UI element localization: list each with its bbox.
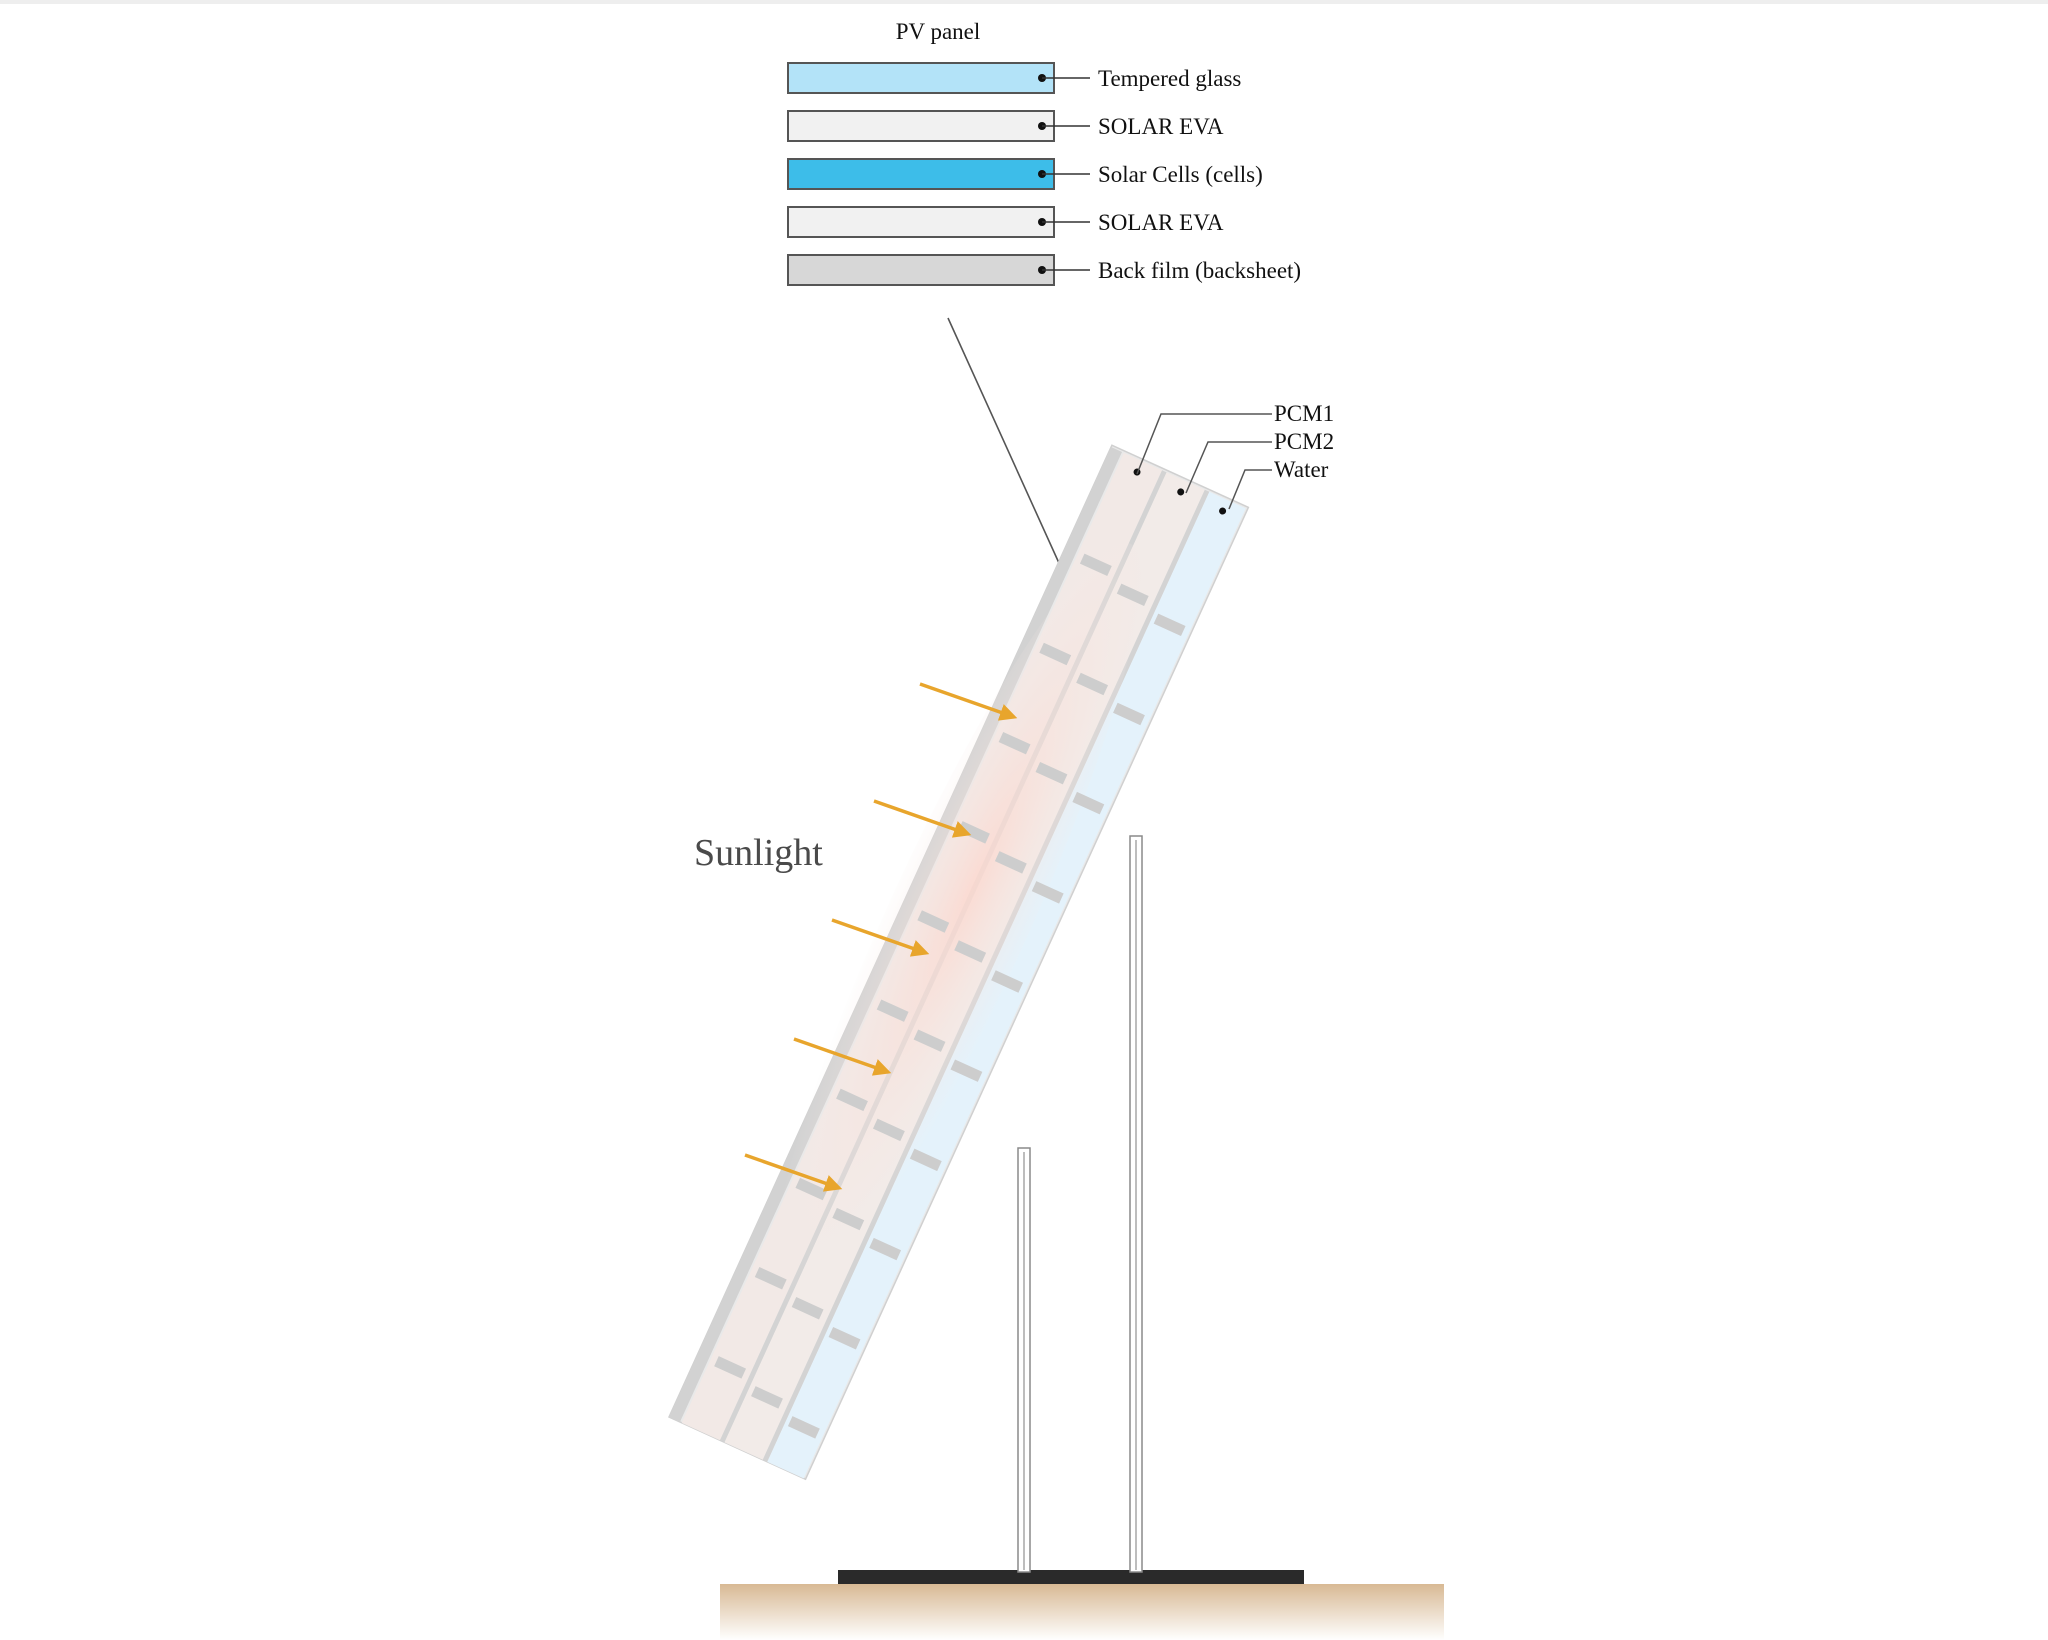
layer-5: Back film (backsheet) [787,254,1301,286]
layer-swatch [787,62,1055,94]
heat-fin [869,1237,902,1261]
top-border [0,0,2048,4]
base-plate [838,1570,1304,1584]
heat-fin [714,1356,747,1379]
heat-fin [909,1148,942,1172]
heat-fin [836,1088,868,1112]
heat-fin [1072,791,1105,815]
layer-2: SOLAR EVA [787,110,1224,142]
heat-fin [872,1118,905,1142]
channel-labels: PCM1 PCM2 Water [1136,401,1334,510]
sun-ray-arrow-icon [831,918,930,957]
diagram-title: PV panel [896,19,981,44]
layer-label: SOLAR EVA [1098,114,1224,139]
layer-label: Solar Cells (cells) [1098,162,1263,187]
pcm2-leader-line [1185,441,1272,494]
layer-swatch [787,110,1055,142]
heat-fin [1116,583,1149,607]
heat-fin [1113,702,1145,726]
heat-fin [1035,761,1068,785]
water-label: Water [1274,457,1329,482]
heat-fin [1079,553,1112,577]
heat-fin [751,1386,783,1409]
layer-label: SOLAR EVA [1098,210,1224,235]
layer-label: Tempered glass [1098,66,1241,91]
heat-fin [917,910,950,933]
pcm2-marker-dot [1177,488,1185,496]
layer-4: SOLAR EVA [787,206,1224,238]
heat-fin [1153,613,1186,637]
layer-swatch [787,254,1055,286]
tilted-panel [668,444,1250,1481]
layer-3: Solar Cells (cells) [787,158,1263,190]
fin-group [714,553,1186,1439]
stack-leader-line [947,317,1074,595]
water-leader-line [1228,469,1272,510]
heat-fin [950,1059,983,1082]
pcm2-label: PCM2 [1274,429,1334,454]
support-post-tall [1129,835,1143,1573]
heat-glow [770,542,1142,1309]
heat-fin [876,999,909,1022]
heat-fin [832,1207,865,1231]
heat-fin [998,731,1031,755]
heat-fin [828,1326,861,1350]
heat-fin [954,940,987,963]
pcm1-leader-line [1136,413,1272,475]
heat-fin [991,970,1023,993]
layer-swatch [787,158,1055,190]
layer-label: Back film (backsheet) [1098,258,1301,283]
heat-fin [795,1177,828,1201]
ground [720,1584,1444,1640]
heat-fin [791,1296,824,1320]
sun-ray-arrow-icon [793,1037,892,1076]
pcm1-label: PCM1 [1274,401,1334,426]
heat-fin [1031,881,1064,904]
layer-swatch [787,206,1055,238]
layer-1: Tempered glass [787,62,1241,94]
sun-ray-arrow-icon [919,682,1018,721]
sunlight-label: Sunlight [694,832,823,874]
sun-ray-arrow-icon [873,799,972,838]
heat-fin [913,1029,946,1052]
heat-fin [994,851,1027,874]
heat-fin [787,1416,820,1439]
heat-fin [754,1267,787,1290]
heat-fin [1039,642,1072,666]
support-post-short [1017,1147,1031,1573]
heat-fin [1076,672,1109,696]
sun-ray-arrows [744,682,1018,1192]
water-marker-dot [1219,507,1227,515]
sun-ray-arrow-icon [744,1153,843,1192]
